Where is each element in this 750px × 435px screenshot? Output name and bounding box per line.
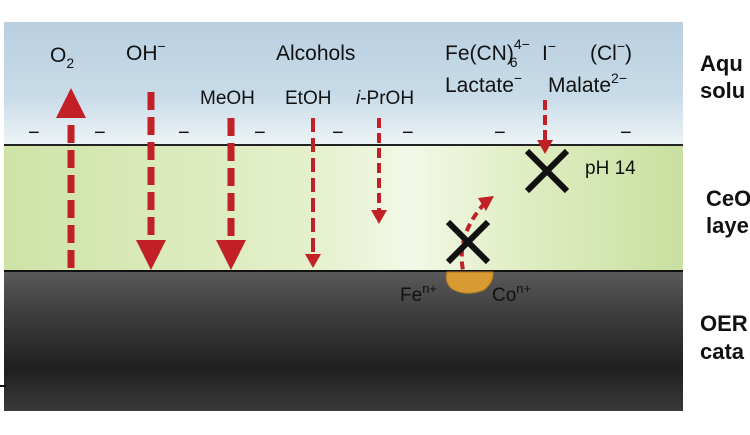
aqueous-solution-region <box>4 22 683 145</box>
charge-mark: − <box>402 122 414 144</box>
chloride-label: (Cl−) <box>590 38 632 65</box>
etoh-arrow-head <box>305 254 321 268</box>
oer-catalyst-region <box>4 271 683 411</box>
catalyst-particle <box>445 271 494 294</box>
o2-label: O2 <box>50 44 74 71</box>
cross-icon <box>524 148 570 194</box>
oer-label-line1: OER <box>700 311 748 336</box>
ceo-label-line1: CeO <box>706 186 750 211</box>
hydroxide-arrow-head <box>136 240 166 270</box>
hydroxide-label: OH− <box>126 38 166 65</box>
meoh-arrow-head <box>216 240 246 270</box>
aqueous-label-line1: Aqu <box>700 51 743 76</box>
anion-arrow-head <box>537 140 553 154</box>
charge-mark: − <box>178 122 190 144</box>
meoh-label: MeOH <box>200 88 255 109</box>
iproh-label: i-PrOH <box>356 88 414 109</box>
ceo-label-line2: laye <box>706 213 749 238</box>
leaching-arrow-head <box>478 196 494 211</box>
charge-mark: − <box>494 122 506 144</box>
lactate-label: Lactate− <box>445 70 522 97</box>
alcohols-label: Alcohols <box>276 42 355 65</box>
oer-label-line2: cata <box>700 339 745 364</box>
charge-mark: − <box>620 122 632 144</box>
o2-arrow-head <box>56 88 86 118</box>
cross-icon <box>445 219 491 265</box>
etoh-label: EtOH <box>285 88 331 109</box>
iodide-label: I− <box>542 38 556 65</box>
charge-mark: − <box>94 122 106 144</box>
iron-ion-label: Fen+ <box>400 281 437 306</box>
transport-arrows <box>56 88 553 283</box>
cobalt-ion-label: Con+ <box>492 281 531 306</box>
aqueous-label-line2: solu <box>700 78 745 103</box>
ph-label: pH 14 <box>585 158 636 179</box>
charge-mark: − <box>254 122 266 144</box>
charge-mark: − <box>28 122 40 144</box>
charge-mark: − <box>332 122 344 144</box>
malate-label: Malate2− <box>548 70 627 97</box>
surface-charges: − − − − − − − − <box>28 122 632 144</box>
ferrocyanide-label: Fe(CN)4−6 <box>445 36 530 70</box>
iproh-arrow-head <box>371 210 387 224</box>
ceo-layer-region <box>4 145 683 271</box>
